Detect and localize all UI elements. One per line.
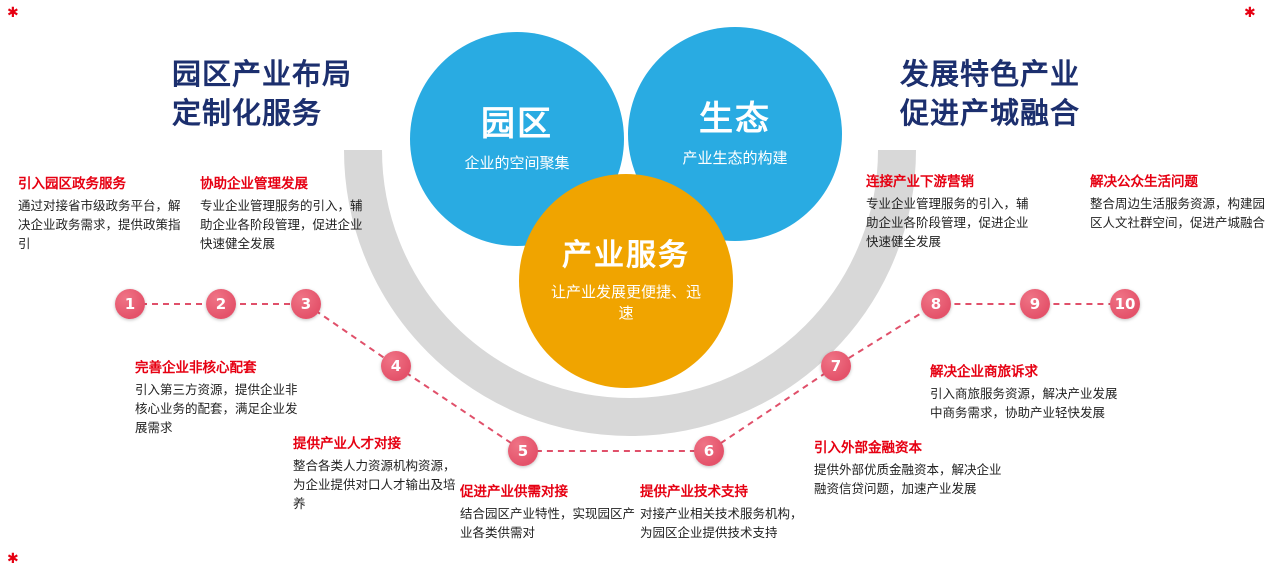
step-connector-dashed-line	[130, 303, 1125, 452]
step-node-6: 6	[694, 436, 724, 466]
industry-service-circle-label: 产业服务	[562, 238, 690, 273]
step-body: 专业企业管理服务的引入，辅助企业各阶段管理，促进企业快速健全发展	[866, 196, 1029, 249]
step-block-4: 提供产业人才对接 整合各类人力资源机构资源，为企业提供对口人才输出及培养	[293, 432, 465, 513]
left-headline-line2: 定制化服务	[172, 96, 323, 131]
step-body: 提供外部优质金融资本，解决企业融资信贷问题，加速产业发展	[814, 462, 1002, 496]
left-headline: 园区产业布局 定制化服务	[172, 55, 352, 133]
ecosystem-circle-label: 生态	[699, 99, 771, 140]
step-node-8: 8	[921, 289, 951, 319]
step-heading: 解决企业商旅诉求	[930, 364, 1038, 380]
corner-mark-icon: ✱	[7, 5, 19, 21]
step-node-7: 7	[821, 351, 851, 381]
step-heading: 提供产业技术支持	[640, 484, 748, 500]
step-block-3: 完善企业非核心配套 引入第三方资源，提供企业非核心业务的配套，满足企业发展需求	[135, 356, 303, 437]
step-node-9: 9	[1020, 289, 1050, 319]
ecosystem-circle-sublabel: 产业生态的构建	[682, 148, 788, 167]
step-heading: 引入园区政务服务	[18, 176, 126, 192]
left-headline-line1: 园区产业布局	[172, 57, 353, 91]
step-node-2: 2	[206, 289, 236, 319]
industry-service-circle-sublabel: 让产业发展更便捷、迅速	[551, 283, 702, 322]
step-heading: 引入外部金融资本	[814, 440, 922, 456]
step-block-1: 引入园区政务服务 通过对接省市级政务平台，解决企业政务需求，提供政策指引	[18, 172, 186, 253]
right-headline: 发展特色产业 促进产城融合	[900, 55, 1080, 133]
step-block-2: 协助企业管理发展 专业企业管理服务的引入，辅助企业各阶段管理，促进企业快速健全发…	[200, 172, 370, 253]
step-block-5: 促进产业供需对接 结合园区产业特性，实现园区产业各类供需对	[460, 480, 636, 543]
step-body: 通过对接省市级政务平台，解决企业政务需求，提供政策指引	[18, 198, 181, 251]
step-heading: 连接产业下游营销	[866, 174, 974, 190]
step-body: 引入第三方资源，提供企业非核心业务的配套，满足企业发展需求	[135, 382, 298, 435]
gray-arc-ring	[344, 149, 916, 436]
step-heading: 提供产业人才对接	[293, 436, 401, 452]
step-body: 整合各类人力资源机构资源，为企业提供对口人才输出及培养	[293, 458, 456, 511]
corner-mark-icon: ✱	[7, 551, 19, 567]
step-block-6: 提供产业技术支持 对接产业相关技术服务机构，为园区企业提供技术支持	[640, 480, 812, 543]
step-body: 整合周边生活服务资源，构建园区人文社群空间，促进产城融合	[1090, 196, 1266, 230]
step-heading: 解决公众生活问题	[1090, 174, 1198, 190]
step-body: 对接产业相关技术服务机构，为园区企业提供技术支持	[640, 506, 803, 540]
park-circle-sublabel: 企业的空间聚集	[464, 153, 570, 172]
step-node-5: 5	[508, 436, 538, 466]
step-block-10: 解决公众生活问题 整合周边生活服务资源，构建园区人文社群空间，促进产城融合	[1090, 170, 1268, 233]
step-body: 引入商旅服务资源，解决产业发展中商务需求，协助产业轻快发展	[930, 386, 1118, 420]
step-block-7: 引入外部金融资本 提供外部优质金融资本，解决企业融资信贷问题，加速产业发展	[814, 436, 1002, 499]
step-block-9: 连接产业下游营销 专业企业管理服务的引入，辅助企业各阶段管理，促进企业快速健全发…	[866, 170, 1038, 251]
right-headline-line1: 发展特色产业	[900, 57, 1081, 91]
corner-mark-icon: ✱	[1244, 5, 1256, 21]
step-heading: 完善企业非核心配套	[135, 360, 257, 376]
step-heading: 协助企业管理发展	[200, 176, 308, 192]
step-body: 结合园区产业特性，实现园区产业各类供需对	[460, 506, 636, 540]
step-block-8: 解决企业商旅诉求 引入商旅服务资源，解决产业发展中商务需求，协助产业轻快发展	[930, 360, 1118, 423]
step-node-10: 10	[1110, 289, 1140, 319]
park-circle-label: 园区	[481, 104, 553, 145]
right-headline-line2: 促进产城融合	[900, 96, 1081, 131]
step-heading: 促进产业供需对接	[460, 484, 568, 500]
step-node-4: 4	[381, 351, 411, 381]
step-body: 专业企业管理服务的引入，辅助企业各阶段管理，促进企业快速健全发展	[200, 198, 363, 251]
step-node-1: 1	[115, 289, 145, 319]
industry-service-circle: 产业服务 让产业发展更便捷、迅速	[519, 174, 733, 388]
step-node-3: 3	[291, 289, 321, 319]
